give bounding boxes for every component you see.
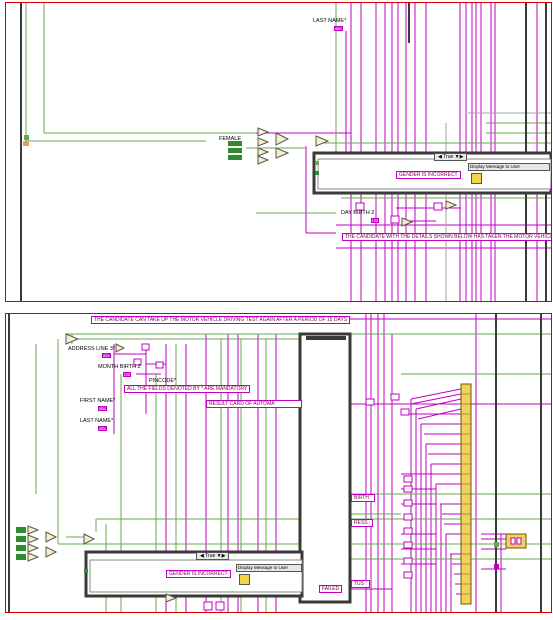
display-message-node[interactable]: Display Message to User [468, 163, 550, 171]
gender-incorrect-constant[interactable]: GENDER IS INCORRECT [396, 171, 461, 179]
case-selector-label: True [443, 154, 454, 160]
address-constant[interactable]: RESS : [351, 519, 374, 527]
last-name-label: LAST NAME* [80, 418, 114, 424]
status-constant[interactable]: TUS : [351, 580, 370, 588]
address-line-label: ADDRESS LINE 3* [68, 346, 116, 352]
case-selector-label: True [205, 553, 216, 559]
month-birth-terminal[interactable]: I32 [123, 372, 132, 377]
last-name-terminal[interactable]: abc [334, 26, 344, 31]
address-line-terminal[interactable]: abc [102, 353, 112, 358]
message-icon [471, 173, 482, 184]
retake-message-constant[interactable]: THE CANDIDATE CAN TAKE UP THE MOTOR VEHI… [91, 316, 351, 324]
day-birth-terminal[interactable]: I32 [371, 218, 380, 223]
first-name-label: FIRST NAME* [80, 398, 116, 404]
candidate-taken-constant[interactable]: THE CANDIDATE WITH THE DETAILS SHOWN BEL… [342, 233, 551, 241]
birth-constant[interactable]: BIRTH : [351, 494, 375, 502]
case-selector-true[interactable]: ◀ True ▼▶ [196, 552, 230, 560]
month-birth-label: MONTH BIRTH 2 [98, 364, 141, 370]
wire-layer-bottom [8, 314, 551, 612]
last-name-label: LAST NAME* [313, 18, 347, 24]
failed-constant[interactable]: FAILED [319, 585, 343, 593]
display-message-node[interactable]: Display Message to User [236, 564, 302, 572]
block-diagram-top[interactable]: LAST NAME* abc FEMALE ◀ True ▼▶ Display … [5, 2, 552, 302]
case-selector-true[interactable]: ◀ True ▼▶ [434, 153, 468, 161]
block-diagram-bottom[interactable]: THE CANDIDATE CAN TAKE UP THE MOTOR VEHI… [5, 313, 552, 613]
wire-layer-top [20, 3, 551, 301]
pincode-label: PINCODE* [149, 378, 177, 384]
day-birth-label: DAY BIRTH 2 [341, 210, 375, 216]
female-label: FEMALE [219, 136, 242, 142]
mandatory-fields-constant[interactable]: ALL THE FIELDS DENOTED BY * ARE MANDATOR… [124, 385, 251, 393]
last-name-terminal[interactable]: abc [98, 426, 108, 431]
message-icon [239, 574, 250, 585]
first-name-terminal[interactable]: abc [98, 406, 108, 411]
result-card-constant[interactable]: RESULT CARD OF AUTOMA [206, 400, 302, 408]
gender-incorrect-constant[interactable]: GENDER IS INCORRECT [166, 570, 231, 578]
